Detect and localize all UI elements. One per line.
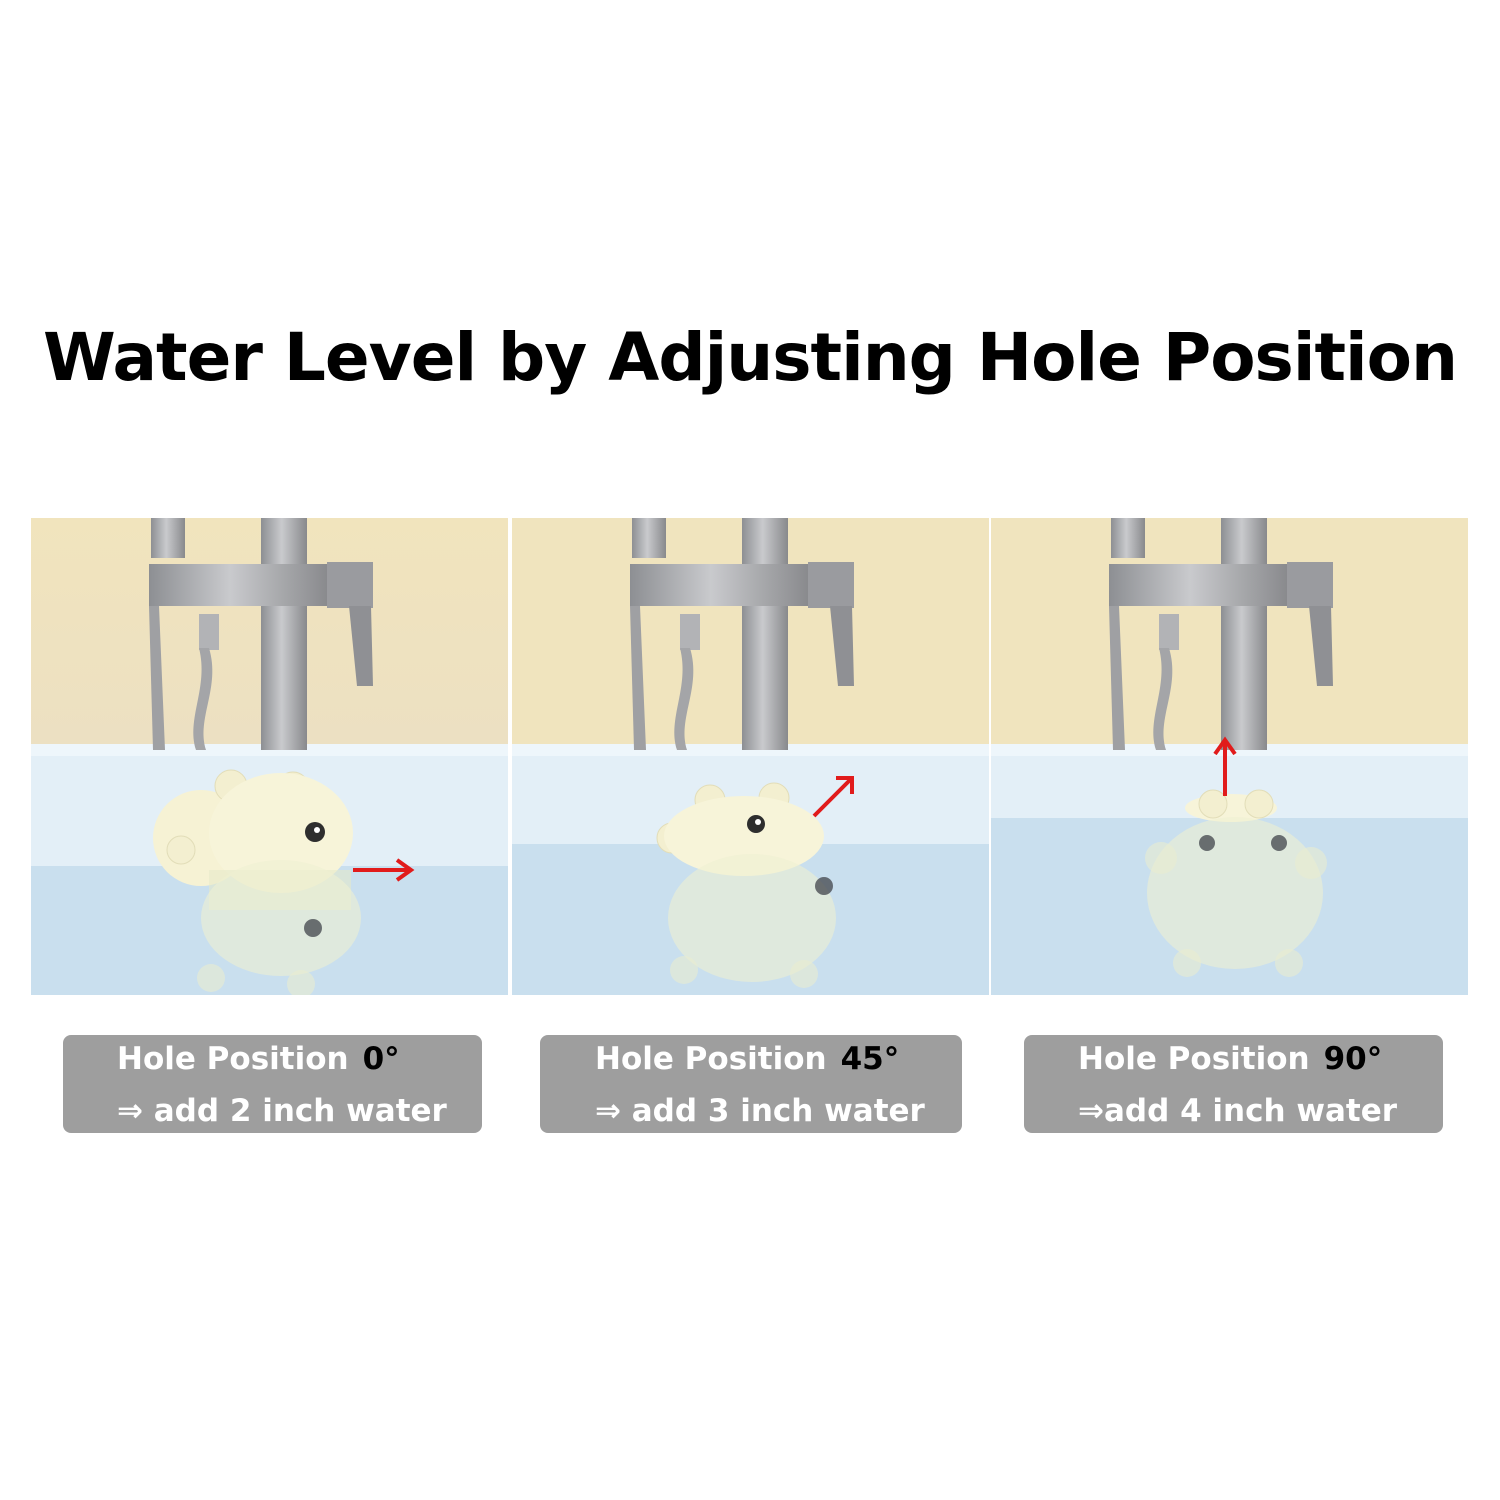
caption-box-45deg: Hole Position 45° ⇒ add 3 inch water [540,1035,962,1133]
arrow-right-icon [353,858,415,882]
bath-toy [1145,789,1327,977]
water-amount-text: ⇒ add 3 inch water [595,1093,925,1129]
hole-position-label: Hole Position [595,1041,827,1077]
hole-angle-value: 90° [1323,1041,1383,1077]
caption-box-90deg: Hole Position 90° ⇒add 4 inch water [1024,1035,1443,1133]
bath-toy [656,782,836,988]
hole-angle-value: 0° [362,1041,400,1077]
page-title: Water Level by Adjusting Hole Position [43,319,1458,396]
hole-position-label: Hole Position [117,1041,349,1077]
illustration-panel-45deg [512,518,989,995]
hole-angle-value: 45° [840,1041,900,1077]
illustration-panel-0deg [31,518,508,995]
water-amount-text: ⇒ add 2 inch water [117,1093,447,1129]
bath-toy [153,769,361,995]
water-amount-text: ⇒add 4 inch water [1078,1093,1398,1129]
caption-box-0deg: Hole Position 0° ⇒ add 2 inch water [63,1035,482,1133]
illustration-panel-90deg [991,518,1468,995]
arrow-up-right-icon [812,776,854,818]
arrow-up-icon [1213,736,1237,796]
hole-position-label: Hole Position [1078,1041,1310,1077]
